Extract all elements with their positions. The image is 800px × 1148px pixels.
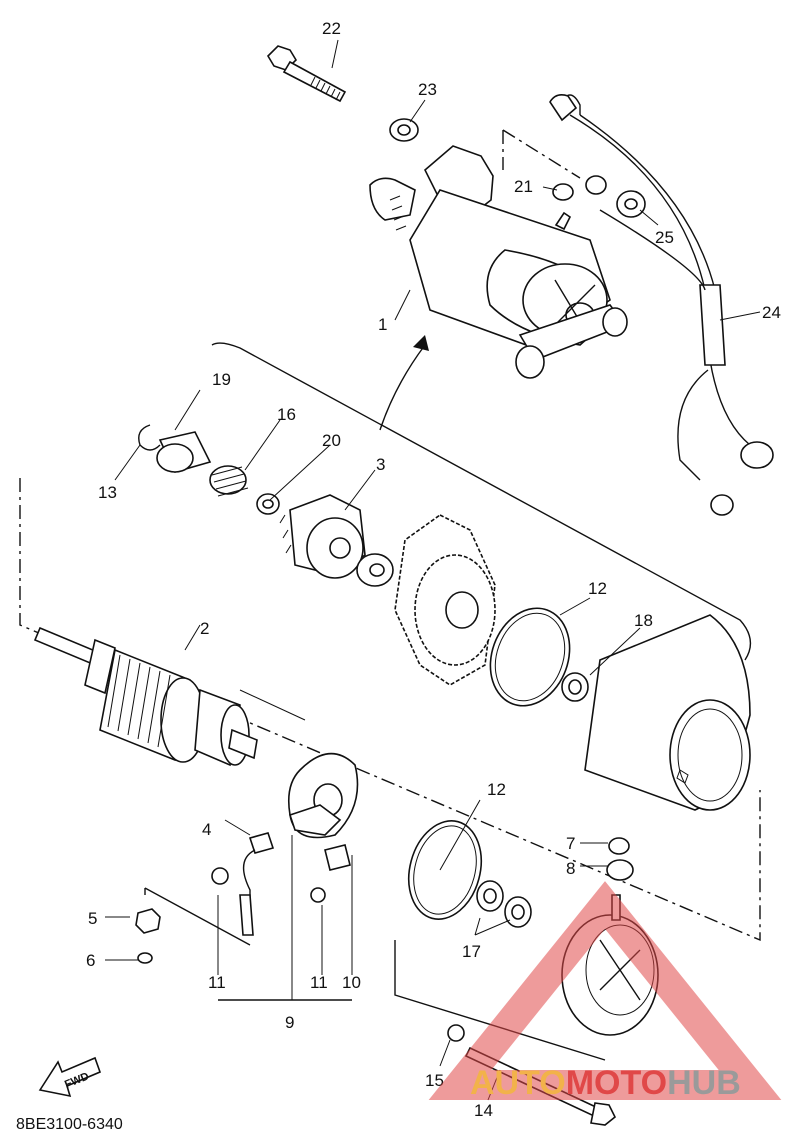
armature-2 — [33, 626, 258, 767]
watermark-moto: MOTO — [566, 1064, 667, 1102]
grommet-8 — [606, 859, 634, 881]
leader-group-15 — [394, 940, 606, 1061]
spring-16 — [209, 465, 249, 497]
circlip-13 — [138, 424, 161, 451]
leader-lines — [105, 39, 761, 1101]
callout-22: 22 — [322, 19, 341, 38]
callout-12-bottom: 12 — [487, 780, 506, 799]
callout-5: 5 — [88, 909, 97, 928]
callout-3: 3 — [376, 455, 385, 474]
washer-6 — [137, 952, 153, 964]
washer-11-left — [211, 867, 229, 885]
fwd-arrow-icon: FWD — [38, 1056, 102, 1098]
callout-11-left: 11 — [208, 973, 226, 992]
collar-19 — [156, 431, 212, 473]
callout-11-right: 11 — [310, 973, 328, 992]
callout-16: 16 — [277, 405, 296, 424]
callout-23: 23 — [418, 80, 437, 99]
yoke — [584, 614, 751, 811]
watermark-logo: AUTOMOTOHUB — [428, 881, 782, 1102]
washer-spacer — [356, 553, 394, 587]
watermark-auto: AUTO — [470, 1064, 566, 1102]
callout-21: 21 — [514, 177, 533, 196]
callout-24: 24 — [762, 303, 781, 322]
washer-18 — [561, 672, 589, 702]
diagram-code: 8BE3100-6340 — [16, 1116, 123, 1133]
assembly-arrow — [379, 344, 426, 431]
o-ring-12-top — [489, 607, 571, 707]
clutch-gear-3 — [279, 494, 366, 579]
o-ring-12-bottom — [408, 820, 482, 920]
brush-holder-9 — [287, 752, 359, 871]
callout-20: 20 — [322, 431, 341, 450]
assembly-arrowhead — [413, 335, 429, 351]
starter-motor-body — [369, 145, 628, 379]
nut-7 — [608, 837, 630, 855]
watermark-hub: HUB — [667, 1064, 741, 1102]
leader-group-5 — [144, 887, 251, 946]
svg-text:AUTOMOTOHUB: AUTOMOTOHUB — [470, 1064, 741, 1102]
group-bracket-top — [211, 342, 752, 661]
callouts: 22 23 21 25 24 1 19 16 20 3 13 12 18 2 1… — [86, 19, 781, 1120]
callout-6: 6 — [86, 951, 95, 970]
washer-23 — [389, 118, 419, 142]
washer-15 — [447, 1024, 465, 1042]
washer-11-right — [310, 887, 326, 903]
callout-7: 7 — [566, 834, 575, 853]
lead-wire-24 — [549, 94, 774, 516]
callout-1: 1 — [378, 315, 387, 334]
callout-13: 13 — [98, 483, 117, 502]
callout-15: 15 — [425, 1071, 444, 1090]
leader-21 — [502, 129, 581, 179]
callout-18: 18 — [634, 611, 653, 630]
washers-17 — [476, 880, 532, 928]
callout-9: 9 — [285, 1013, 294, 1032]
callout-8: 8 — [566, 859, 575, 878]
nut-25 — [616, 190, 646, 218]
nut-21 — [552, 183, 574, 201]
callout-19: 19 — [212, 370, 231, 389]
brush-4 — [239, 832, 275, 936]
callout-12-top: 12 — [588, 579, 607, 598]
callout-2: 2 — [200, 619, 209, 638]
callout-25: 25 — [655, 228, 674, 247]
callout-17: 17 — [462, 942, 481, 961]
callout-14: 14 — [474, 1101, 493, 1120]
bolt-5 — [135, 908, 161, 934]
group-bracket-box — [19, 478, 761, 942]
callout-10: 10 — [342, 973, 361, 992]
callout-4: 4 — [202, 820, 211, 839]
bolt-22 — [266, 45, 347, 103]
washer-20 — [256, 493, 280, 515]
front-cover — [394, 514, 496, 686]
